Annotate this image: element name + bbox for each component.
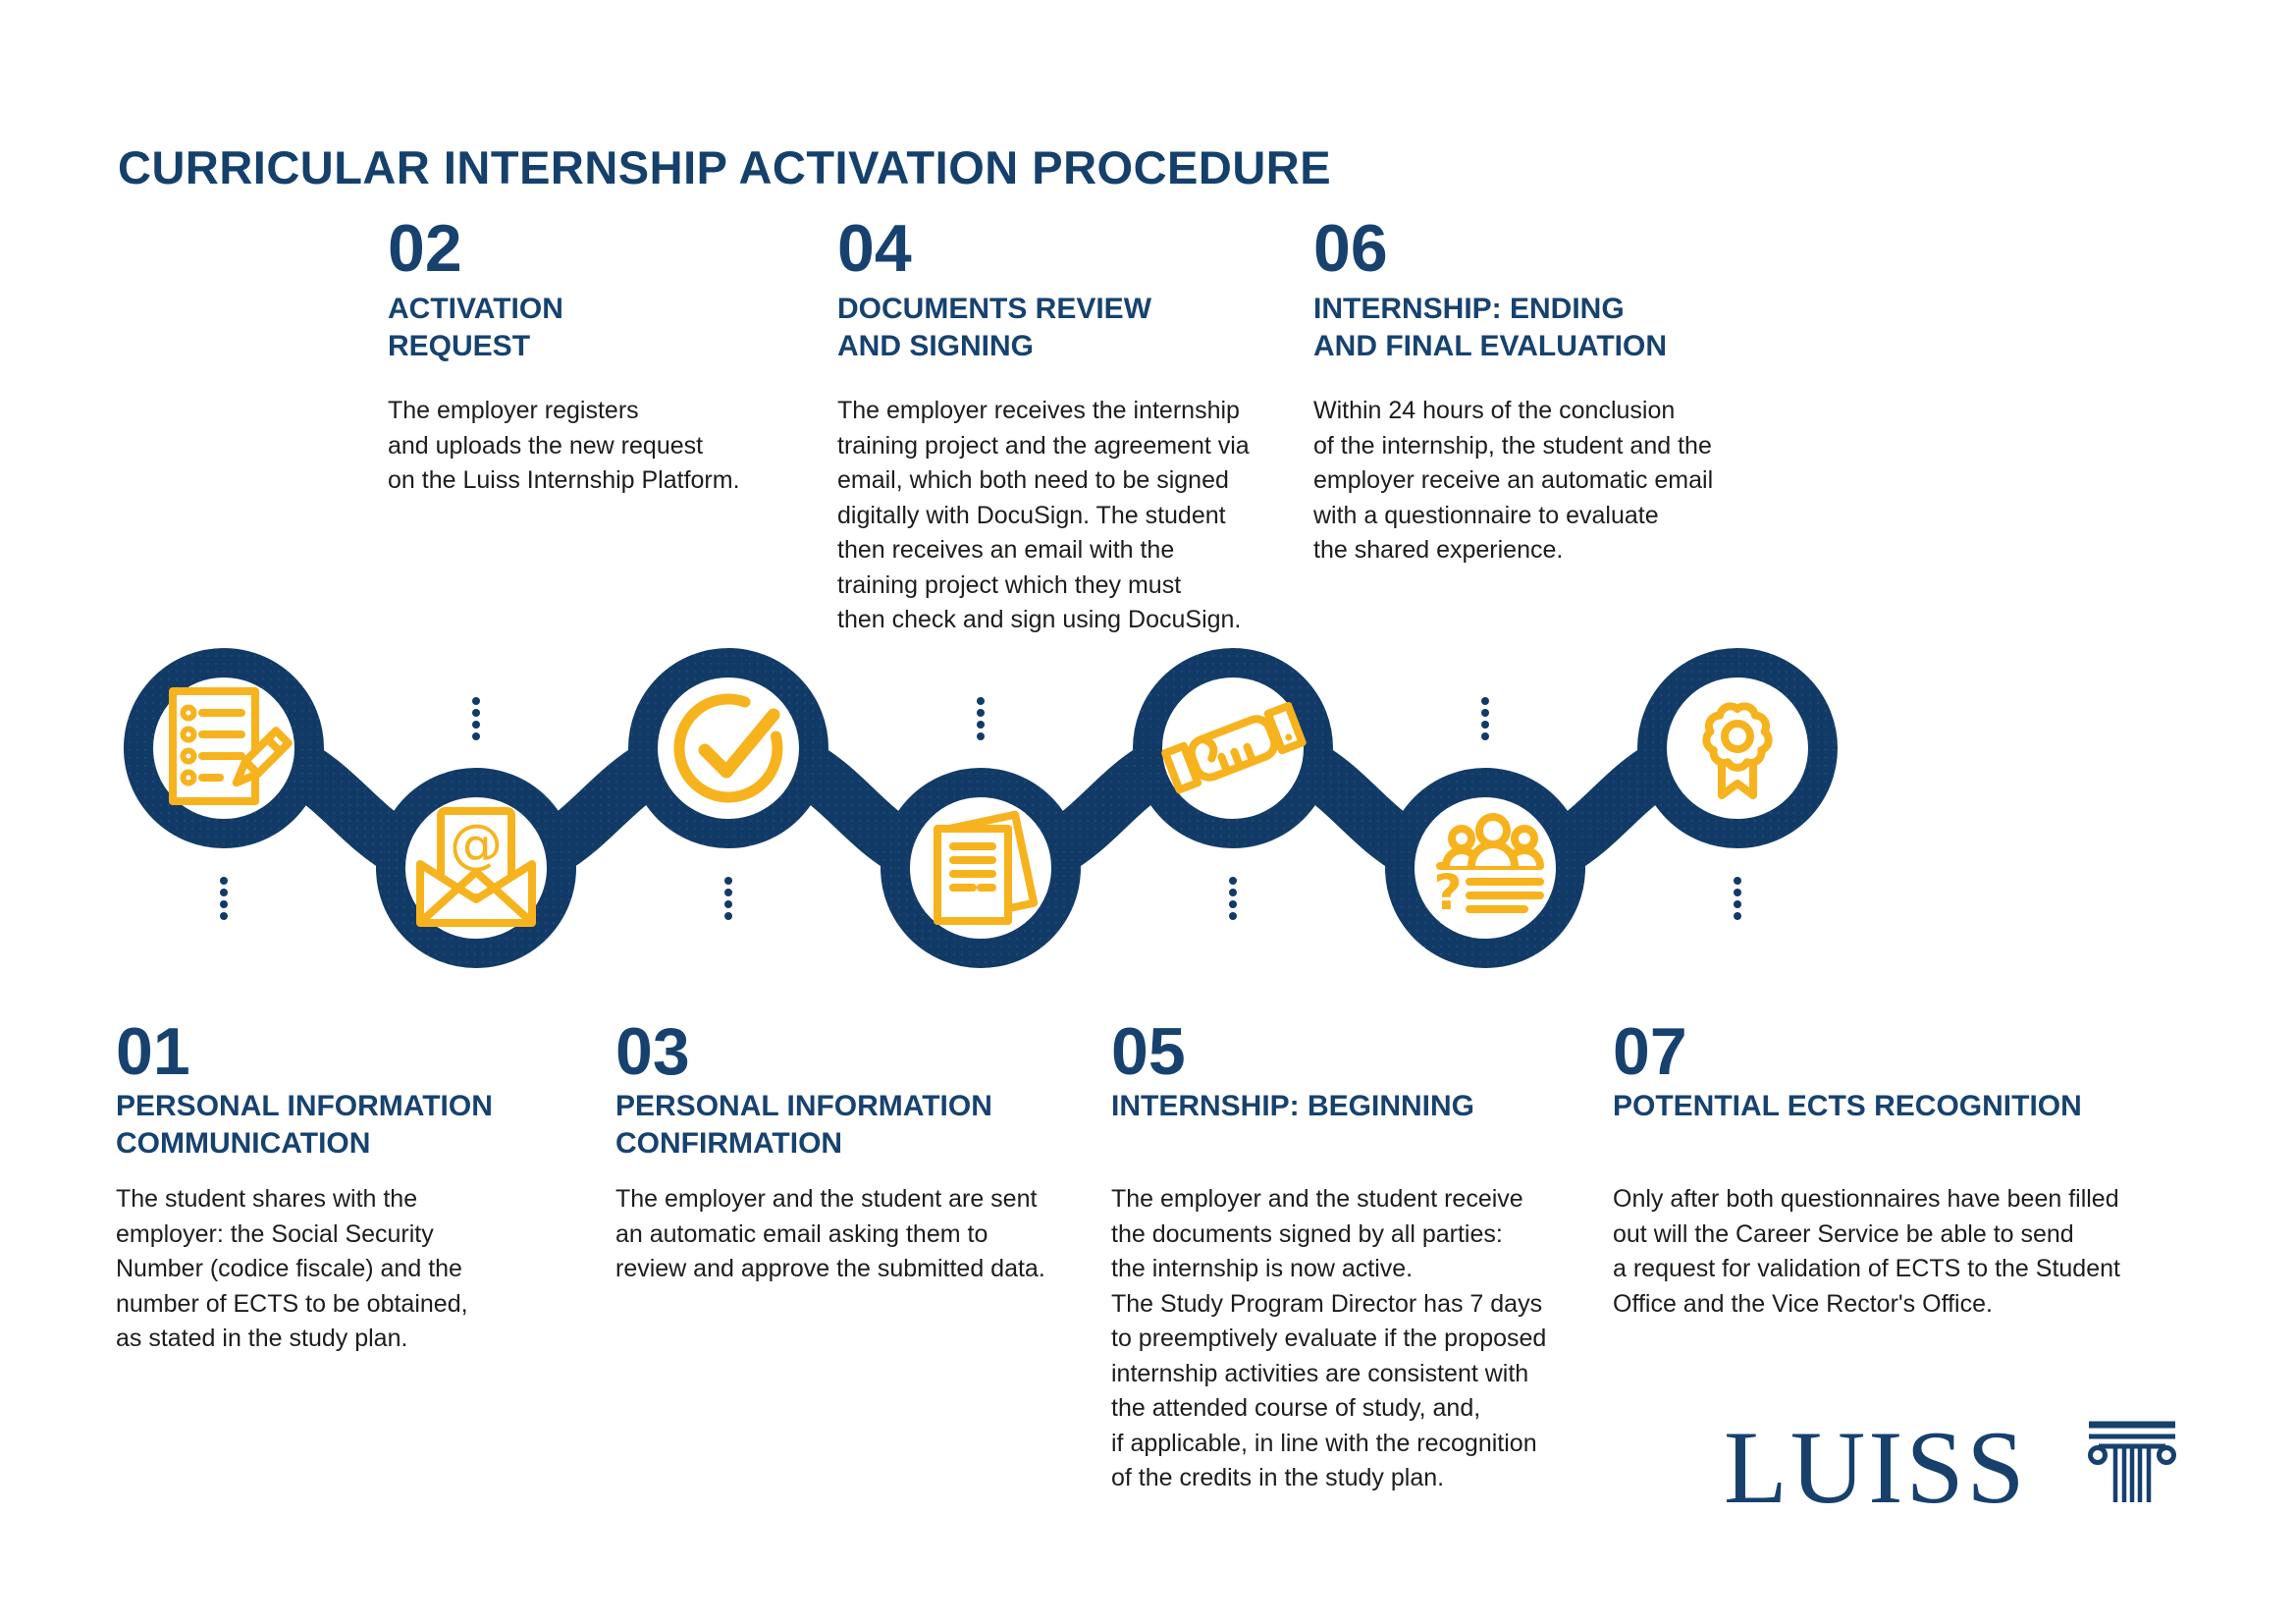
step-03-title: PERSONAL INFORMATION CONFIRMATION [615,1090,992,1160]
step-07-title: POTENTIAL ECTS RECOGNITION [1613,1090,2082,1122]
dotted-connector-step-01 [220,877,228,920]
step-07-number: 07 [1613,1014,1687,1089]
email-envelope-icon: @ [416,807,536,927]
step-06-title: INTERNSHIP: ENDING AND FINAL EVALUATION [1313,293,1667,362]
check-circle-icon [673,693,783,803]
step-03-circle [628,648,828,848]
step-02-number: 02 [388,211,462,286]
step-05-number: 05 [1111,1014,1186,1089]
dotted-connector-step-03 [724,877,732,920]
step-07-description: Only after both questionnaires have been… [1613,1185,2120,1318]
step-03-description: The employer and the student are sent an… [615,1185,1045,1282]
step-01-title: PERSONAL INFORMATION COMMUNICATION [116,1090,493,1160]
step-06-number: 06 [1313,211,1388,286]
step-02-title: ACTIVATION REQUEST [388,293,563,362]
dotted-connector-step-07 [1734,877,1741,920]
page-title: CURRICULAR INTERNSHIP ACTIVATION PROCEDU… [118,141,1332,194]
at-symbol-glyph: @ [450,813,503,875]
step-07-block: 07 POTENTIAL ECTS RECOGNITION Only after… [1613,1017,2212,1322]
step-06-block: 06 INTERNSHIP: ENDING AND FINAL EVALUATI… [1313,214,1775,568]
luiss-wordmark: LUISS [1724,1410,2028,1525]
step-03-number: 03 [615,1014,690,1089]
dotted-connector-step-04 [977,697,985,740]
award-ribbon-icon [1702,702,1773,799]
documents-icon [934,810,1039,925]
dotted-connector-step-05 [1229,877,1237,920]
step-01-number: 01 [116,1014,190,1089]
step-01-description: The student shares with the employer: th… [116,1185,468,1352]
step-01-block: 01 PERSONAL INFORMATION COMMUNICATION Th… [116,1017,567,1357]
dotted-connectors [220,697,1741,920]
step-04-block: 04 DOCUMENTS REVIEW AND SIGNING The empl… [837,214,1299,638]
step-06-description: Within 24 hours of the conclusion of the… [1313,397,1714,564]
step-04-number: 04 [837,211,912,286]
step-05-title: INTERNSHIP: BEGINNING [1111,1090,1475,1122]
dotted-connector-step-02 [472,697,480,740]
ionic-column-icon [2088,1421,2176,1502]
step-02-description: The employer registers and uploads the n… [388,397,740,494]
checklist-pencil-icon [169,687,293,805]
step-05-block: 05 INTERNSHIP: BEGINNING The employer an… [1111,1017,1582,1496]
step-03-block: 03 PERSONAL INFORMATION CONFIRMATION The… [615,1017,1067,1287]
step-04-description: The employer receives the internship tra… [837,397,1250,633]
handshake-icon [1161,701,1307,794]
step-05-description: The employer and the student receive the… [1111,1185,1547,1491]
question-mark-glyph: ? [1433,864,1462,921]
dotted-connector-step-06 [1481,697,1489,740]
people-questionnaire-icon: ? [1433,813,1544,921]
step-02-block: 02 ACTIVATION REQUEST The employer regis… [388,214,839,499]
step-04-title: DOCUMENTS REVIEW AND SIGNING [837,293,1152,362]
step-01-circle [124,648,324,848]
